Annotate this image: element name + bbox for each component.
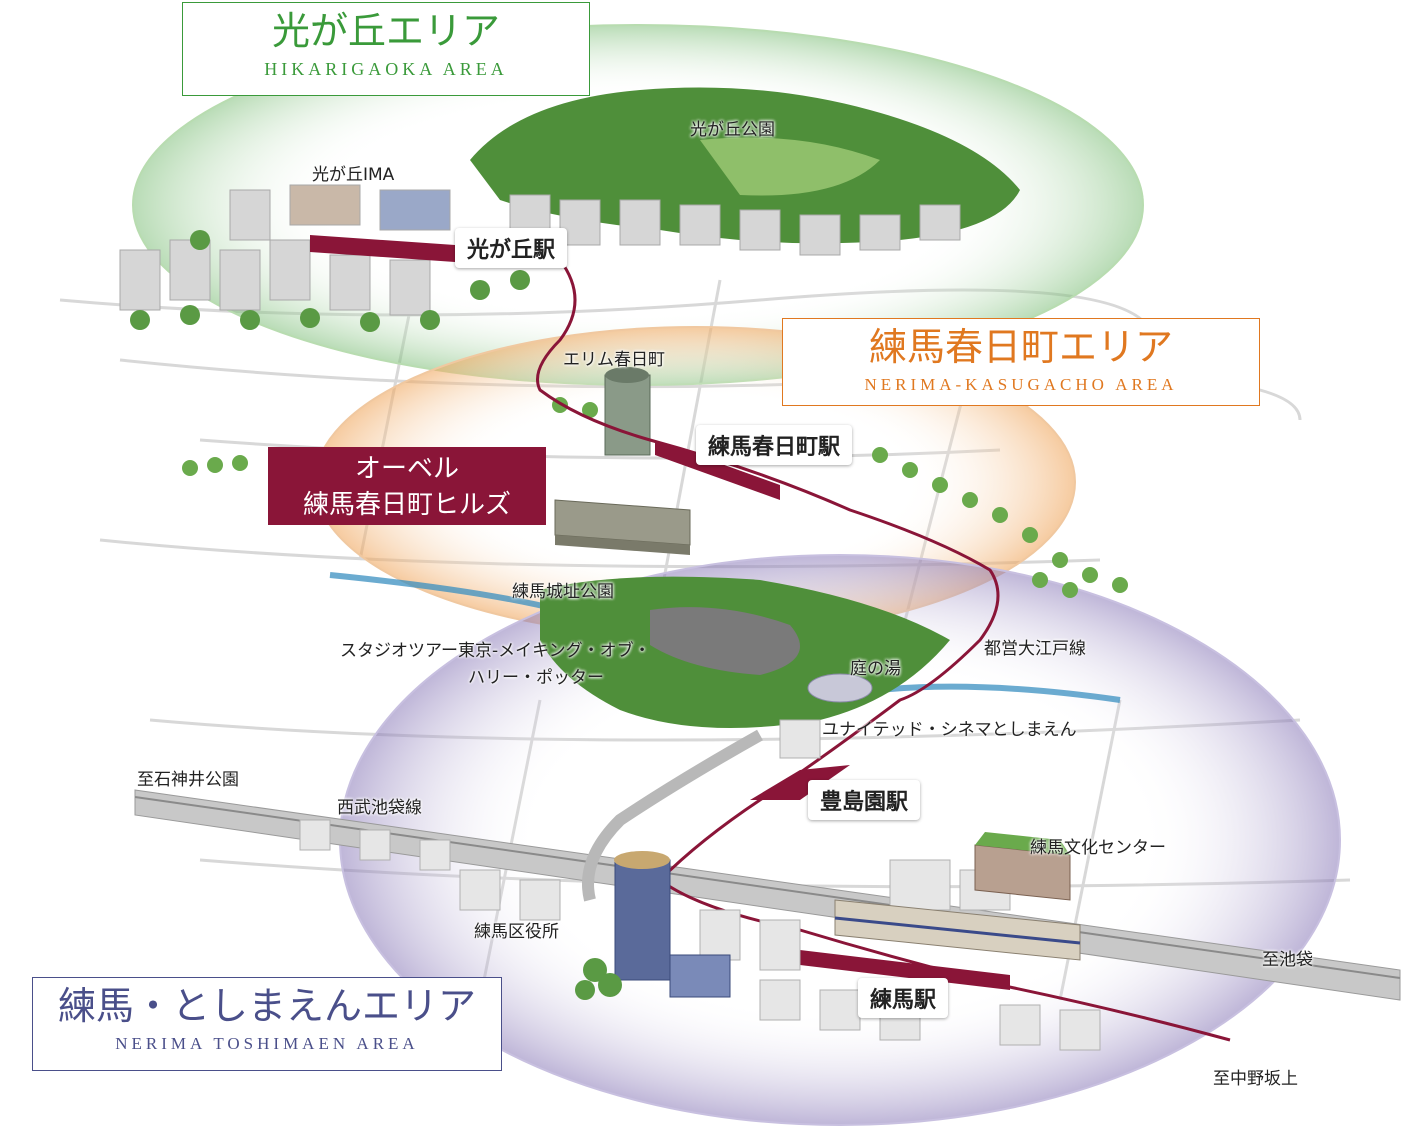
label-niwanoyu: 庭の湯	[850, 659, 901, 679]
culture-center-building	[974, 832, 1071, 901]
oedo-line	[536, 259, 1231, 1042]
kasugacho-area-name-en: NERIMA-KASUGACHO AREA	[864, 374, 1178, 394]
hikarigaoka-area-name-jp: 光が丘エリア	[271, 9, 500, 53]
station-hikarigaoka: 光が丘駅	[455, 228, 568, 268]
nerima-station-marker	[800, 950, 1010, 990]
label-nerima-culture-center: 練馬文化センター	[1030, 838, 1166, 858]
ward-office-tower	[614, 851, 731, 998]
station-toshimaen: 豊島園駅	[808, 780, 921, 820]
label-to-shakujii-park: 至石神井公園	[137, 770, 239, 790]
label-hikarigaoka-park: 光が丘公園	[690, 120, 775, 140]
toshimaen-station-marker	[750, 765, 850, 800]
hikarigaoka-buildings	[119, 184, 961, 316]
kasugacho-area-name-jp: 練馬春日町エリア	[868, 325, 1173, 369]
label-elim-kasugacho: エリム春日町	[563, 350, 665, 370]
toshimaen-area-name-en: NERIMA TOSHIMAEN AREA	[115, 1033, 419, 1053]
label-oedo-line: 都営大江戸線	[984, 639, 1086, 659]
station-nerima-kasugacho: 練馬春日町駅	[696, 425, 853, 465]
label-to-ikebukuro: 至池袋	[1262, 950, 1313, 970]
hikarigaoka-trees	[130, 230, 530, 332]
property-name-line1: オーベル	[354, 454, 459, 484]
label-seibu-ikebukuro-line: 西武池袋線	[337, 798, 422, 818]
ward-office-trees	[575, 958, 622, 1000]
toshimaen-branch-line	[582, 729, 763, 902]
toshimaen-buildings	[299, 719, 1101, 1051]
label-united-cinema: ユナイテッド・シネマとしまえん	[822, 720, 1077, 740]
toshimaen-area-title: 練馬・としまえんエリア NERIMA TOSHIMAEN AREA	[32, 977, 502, 1071]
toshimaen-area-name-jp: 練馬・としまえんエリア	[57, 984, 476, 1028]
kasugacho-station-marker	[655, 440, 780, 500]
hikarigaoka-park-field	[700, 137, 880, 196]
property-name-line2: 練馬春日町ヒルズ	[302, 490, 511, 520]
property-building	[554, 499, 691, 555]
label-nerima-castle-park: 練馬城址公園	[512, 582, 614, 602]
niwanoyu-building	[807, 673, 873, 703]
hikarigaoka-station-marker	[310, 235, 455, 262]
label-to-nakano-sakaue: 至中野坂上	[1213, 1069, 1298, 1089]
elim-tower	[604, 367, 651, 456]
property-label: オーベル 練馬春日町ヒルズ	[268, 447, 546, 525]
hikarigaoka-area-title: 光が丘エリア HIKARIGAOKA AREA	[182, 2, 590, 96]
label-hikarigaoka-ima: 光が丘IMA	[312, 165, 395, 185]
hikarigaoka-area-name-en: HIKARIGAOKA AREA	[264, 58, 508, 79]
label-nerima-ward-office: 練馬区役所	[474, 922, 559, 942]
studio-tour-lot	[650, 607, 800, 675]
label-studio-tour-line2: ハリー・ポッター	[468, 668, 604, 688]
kasugacho-area-title: 練馬春日町エリア NERIMA-KASUGACHO AREA	[782, 318, 1260, 406]
street-tree-rows	[182, 397, 1128, 598]
nerima-station-building	[834, 899, 1081, 961]
label-studio-tour-line1: スタジオツアー東京-メイキング・オブ・	[340, 641, 651, 661]
station-nerima: 練馬駅	[858, 978, 949, 1018]
